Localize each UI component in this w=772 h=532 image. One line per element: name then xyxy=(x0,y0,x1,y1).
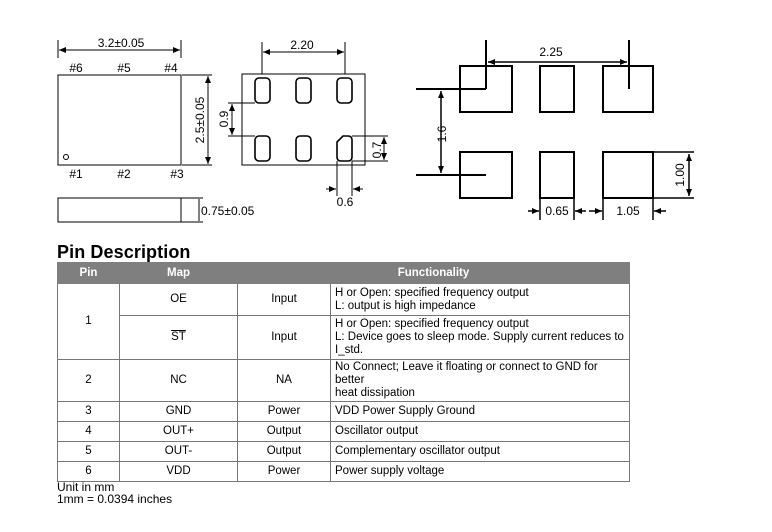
bottom-padwidth-dim: 0.6 xyxy=(337,195,354,209)
land-pattern: 2.25 1.6 1.00 0.65 1.05 xyxy=(416,40,694,220)
pin-type: Input xyxy=(237,283,331,316)
table-row: 2 NC NA No Connect; Leave it floating or… xyxy=(57,359,630,402)
header-pin: Pin xyxy=(57,262,120,284)
pin-map: OUT- xyxy=(119,441,238,462)
pin-number: 1 xyxy=(57,283,120,360)
bottom-pad-2 xyxy=(295,135,312,162)
land-pad-3 xyxy=(602,151,654,199)
pin-type: Output xyxy=(237,421,331,442)
bottom-pad-1 xyxy=(254,135,271,162)
pin-map: OE xyxy=(119,283,238,316)
pin-map: VDD xyxy=(119,461,238,482)
package-bottom-outline xyxy=(241,73,366,166)
pin-function: Oscillator output xyxy=(330,421,630,442)
side-thickness-dim: 0.75±0.05 xyxy=(201,204,255,218)
table-row: 6 VDD Power Power supply voltage xyxy=(57,461,630,482)
bottom-pad-3 xyxy=(336,135,353,162)
package-top-outline xyxy=(57,74,182,166)
top-height-dim: 2.5±0.05 xyxy=(193,96,207,143)
pin-type: Power xyxy=(237,461,331,482)
package-side-outline xyxy=(57,197,182,223)
land-pad-5 xyxy=(539,65,575,113)
pin-label-3: #3 xyxy=(170,167,184,181)
pin-map: OUT+ xyxy=(119,421,238,442)
header-functionality: Functionality xyxy=(237,262,630,284)
pin-number: 5 xyxy=(57,441,120,462)
pin-label-4: #4 xyxy=(164,61,178,75)
bottom-pitch-dim: 2.20 xyxy=(290,38,314,52)
land-rowspan-dim: 1.6 xyxy=(435,125,449,142)
bottom-padheight-dim: 0.7 xyxy=(370,141,384,158)
table-row: 1 OE Input H or Open: specified frequenc… xyxy=(57,283,630,360)
pin-description-title: Pin Description xyxy=(57,242,191,262)
pin-number: 4 xyxy=(57,421,120,442)
land-span-dim: 2.25 xyxy=(539,45,563,59)
pin-type: Input xyxy=(237,315,331,360)
pin-map: ST xyxy=(119,315,238,360)
pin-label-6: #6 xyxy=(69,61,83,75)
table-row: 5 OUT- Output Complementary oscillator o… xyxy=(57,441,630,462)
table-row: 3 GND Power VDD Power Supply Ground xyxy=(57,401,630,422)
pin1-marker xyxy=(63,154,69,160)
top-view: 3.2±0.05 #6 #5 #4 #1 #2 #3 2.5±0.05 xyxy=(57,36,212,181)
pin-description-table: Pin Map Functionality 1 OE Input H or Op… xyxy=(57,262,630,482)
unit-note: Unit in mm xyxy=(57,480,115,494)
land-padheight-dim: 1.00 xyxy=(673,163,687,187)
conversion-note: 1mm = 0.0394 inches xyxy=(57,492,173,506)
pin-label-5: #5 xyxy=(117,61,131,75)
side-view: 0.75±0.05 xyxy=(57,197,255,223)
package-drawings: 3.2±0.05 #6 #5 #4 #1 #2 #3 2.5±0.05 0.75… xyxy=(57,36,694,223)
pin-map: NC xyxy=(119,359,238,402)
pin-function: Power supply voltage xyxy=(330,461,630,482)
land-pad-2 xyxy=(539,151,575,199)
bottom-view: 2.20 0.9 0.7 0.6 xyxy=(217,38,388,209)
pin-function: Complementary oscillator output xyxy=(330,441,630,462)
bottom-pad-6 xyxy=(254,77,271,104)
pin-label-1: #1 xyxy=(69,167,83,181)
table-row: 4 OUT+ Output Oscillator output xyxy=(57,421,630,442)
pin-label-2: #2 xyxy=(117,167,131,181)
bottom-pad-4 xyxy=(336,77,353,104)
land-padwidth-dim: 0.65 xyxy=(545,204,569,218)
header-map: Map xyxy=(119,262,238,284)
pin-type: Output xyxy=(237,441,331,462)
pin-number: 3 xyxy=(57,401,120,422)
pin-map: GND xyxy=(119,401,238,422)
bottom-pad-5 xyxy=(295,77,312,104)
pin-function: H or Open: specified frequency output L:… xyxy=(330,315,630,360)
pin-type: Power xyxy=(237,401,331,422)
pin-function: VDD Power Supply Ground xyxy=(330,401,630,422)
pin-type: NA xyxy=(237,359,331,402)
pin-number: 2 xyxy=(57,359,120,402)
bottom-rowgap-dim: 0.9 xyxy=(217,110,231,127)
pin-function: No Connect; Leave it floating or connect… xyxy=(330,359,630,402)
top-width-dim: 3.2±0.05 xyxy=(98,36,145,50)
table-header-row: Pin Map Functionality xyxy=(57,262,630,284)
pin-number: 6 xyxy=(57,461,120,482)
land-padgap-dim: 1.05 xyxy=(616,204,640,218)
table-row: ST Input H or Open: specified frequency … xyxy=(58,315,630,360)
pin-function: H or Open: specified frequency output L:… xyxy=(330,283,630,316)
